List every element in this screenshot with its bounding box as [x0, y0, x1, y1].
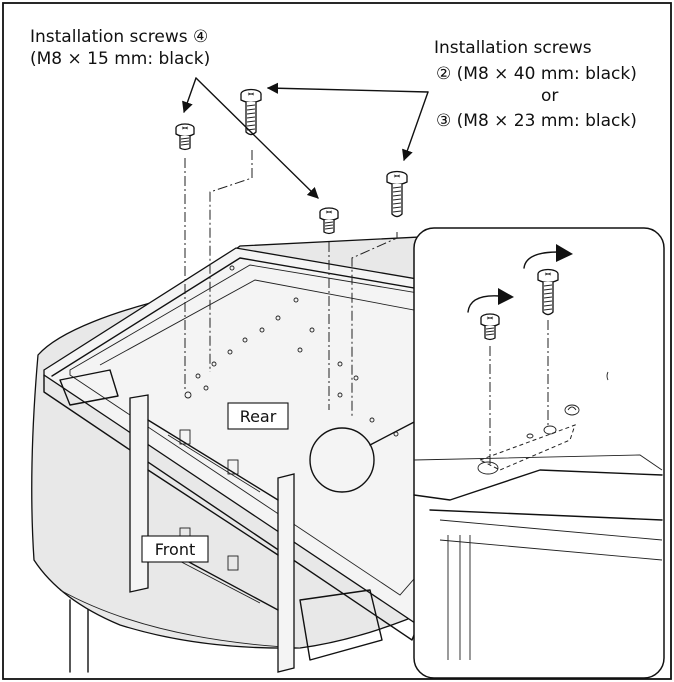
detail-inset	[413, 227, 665, 679]
rotate-clockwise-arrow-icon	[467, 295, 501, 313]
screws23-label-or: or	[541, 86, 558, 106]
screw-icon	[175, 88, 408, 235]
alignment-lines	[184, 150, 398, 416]
screws23-label-line2: ② (M8 × 40 mm: black)	[436, 64, 637, 84]
screws23-label-line4: ③ (M8 × 23 mm: black)	[436, 111, 637, 131]
front-label: Front	[155, 540, 195, 559]
rotate-clockwise-arrow-icon	[523, 251, 559, 269]
rear-label-box	[227, 402, 289, 430]
callout-arrows	[182, 77, 429, 199]
screws4-label-line1: Installation screws ④	[30, 27, 208, 47]
rear-label: Rear	[240, 407, 277, 426]
mounting-bracket	[59, 369, 383, 673]
screws4-label-line2: (M8 × 15 mm: black)	[30, 49, 210, 69]
front-label-box	[141, 535, 209, 563]
zoom-circle	[309, 427, 375, 493]
screws23-label-line1: Installation screws	[434, 38, 592, 58]
